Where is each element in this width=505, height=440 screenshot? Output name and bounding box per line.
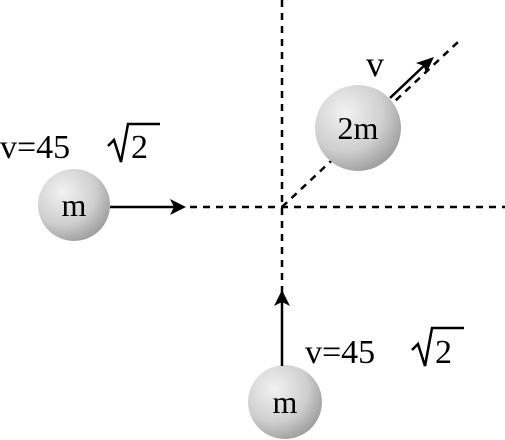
ball-bottom: m	[248, 365, 322, 439]
velocity-label-bottom: v=45 2	[305, 326, 464, 371]
velocity-bottom-prefix: v=45	[305, 334, 375, 371]
ball-right-mass-label: 2m	[338, 110, 379, 146]
ball-bottom-mass-label: m	[273, 384, 298, 420]
velocity-bottom-radicand: 2	[435, 334, 452, 371]
velocity-left-prefix: v=45	[0, 129, 70, 166]
arrow-bottom-velocity	[274, 290, 290, 366]
velocity-label-left: v=45 2	[0, 122, 160, 166]
ball-left-mass-label: m	[62, 187, 87, 223]
arrow-left-velocity	[110, 199, 186, 215]
ball-left: m	[38, 169, 110, 241]
velocity-label-right: v	[366, 44, 384, 84]
velocity-left-radicand: 2	[131, 129, 148, 166]
ball-right: 2m	[315, 85, 401, 171]
arrow-right-velocity	[389, 57, 434, 99]
